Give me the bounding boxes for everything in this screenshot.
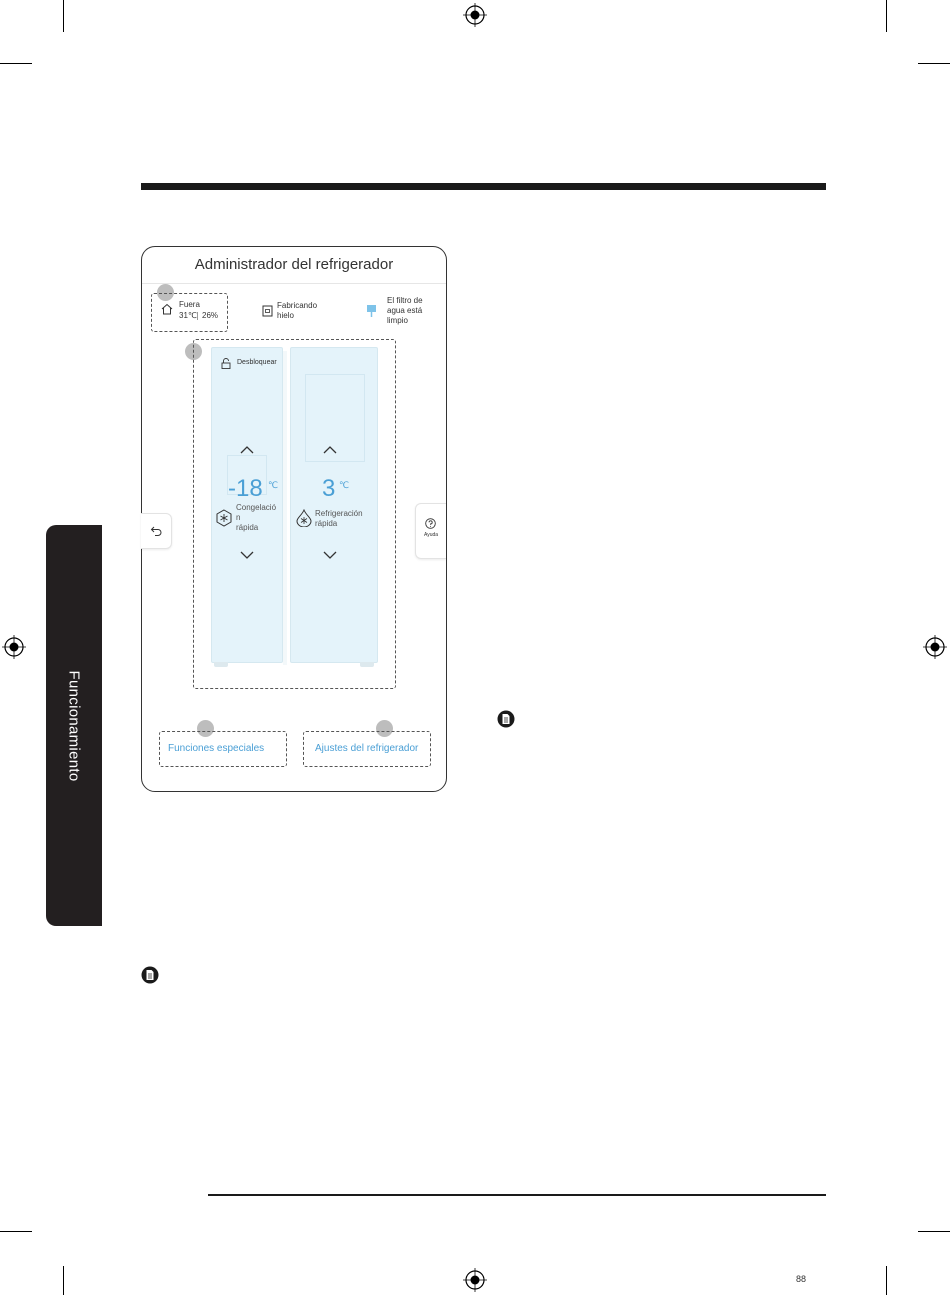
crop-mark — [63, 1266, 64, 1295]
header-rule — [141, 183, 826, 190]
freezer-mode-line-2: n — [236, 513, 240, 523]
outside-status-area[interactable]: Fuera 31℃ 26% — [151, 293, 228, 332]
crop-mark — [886, 1266, 887, 1295]
freezer-temp-down-button[interactable] — [239, 550, 255, 560]
freezer-mode-line-3: rápida — [236, 523, 258, 533]
note-icon — [141, 966, 159, 984]
fridge-temp-unit: ℃ — [339, 480, 349, 491]
fridge-settings-label: Ajustes del refrigerador — [315, 743, 418, 754]
registration-mark-icon — [463, 1268, 487, 1292]
fridge-temp-down-button[interactable] — [322, 550, 338, 560]
power-freeze-icon[interactable] — [215, 509, 233, 527]
unlock-label[interactable]: Desbloquear — [237, 359, 277, 366]
fridge-foot — [214, 662, 228, 667]
crop-mark — [886, 0, 887, 32]
page-code: 88 — [796, 1274, 806, 1284]
lock-icon — [221, 358, 231, 369]
water-filter-icon — [366, 304, 377, 318]
outside-temp: 31℃ — [179, 311, 197, 321]
crop-mark — [0, 1231, 32, 1232]
status-divider — [197, 312, 198, 320]
ice-maker-icon — [262, 305, 273, 317]
back-button[interactable] — [141, 513, 172, 549]
freezer-mode-line-1: Congelació — [236, 503, 276, 513]
registration-mark-icon — [923, 635, 947, 659]
registration-mark-icon — [2, 635, 26, 659]
outside-humidity: 26% — [202, 311, 218, 321]
help-button[interactable]: Ayuda — [415, 503, 446, 559]
back-arrow-icon — [150, 525, 162, 537]
freezer-temperature: -18 — [228, 475, 263, 503]
ice-status-line-2: hielo — [277, 311, 294, 321]
special-functions-label: Funciones especiales — [168, 743, 264, 754]
fridge-settings-button[interactable]: Ajustes del refrigerador — [303, 731, 431, 767]
help-icon — [425, 518, 436, 529]
power-cool-icon[interactable] — [295, 509, 313, 527]
section-tab-label: Funcionamiento — [66, 670, 83, 781]
registration-mark-icon — [463, 3, 487, 27]
crop-mark — [63, 0, 64, 32]
outside-label: Fuera — [179, 300, 200, 310]
note-icon — [497, 710, 515, 728]
filter-status-line-3: limpio — [387, 316, 408, 326]
screen-title: Administrador del refrigerador — [142, 256, 446, 273]
fridge-temp-up-button[interactable] — [322, 445, 338, 455]
freezer-temp-unit: ℃ — [268, 480, 278, 491]
freezer-temp-up-button[interactable] — [239, 445, 255, 455]
footer-rule — [208, 1194, 826, 1196]
filter-status-line-1: El filtro de — [387, 296, 423, 306]
fridge-temperature: 3 — [322, 475, 335, 503]
door-gap — [283, 351, 287, 665]
special-functions-button[interactable]: Funciones especiales — [159, 731, 287, 767]
crop-mark — [0, 63, 32, 64]
home-icon — [161, 303, 173, 315]
fridge-mode-line-1: Refrigeración — [315, 509, 363, 519]
section-tab: Funcionamiento — [46, 525, 102, 926]
crop-mark — [918, 1231, 950, 1232]
refrigerator-manager-screen: Administrador del refrigerador Fuera 31℃… — [141, 246, 447, 792]
ice-status-line-1: Fabricando — [277, 301, 317, 311]
title-divider — [142, 283, 446, 284]
fridge-foot — [360, 662, 374, 667]
crop-mark — [918, 63, 950, 64]
help-label: Ayuda — [416, 532, 446, 538]
filter-status-line-2: agua está — [387, 306, 422, 316]
fridge-mode-line-2: rápida — [315, 519, 337, 529]
